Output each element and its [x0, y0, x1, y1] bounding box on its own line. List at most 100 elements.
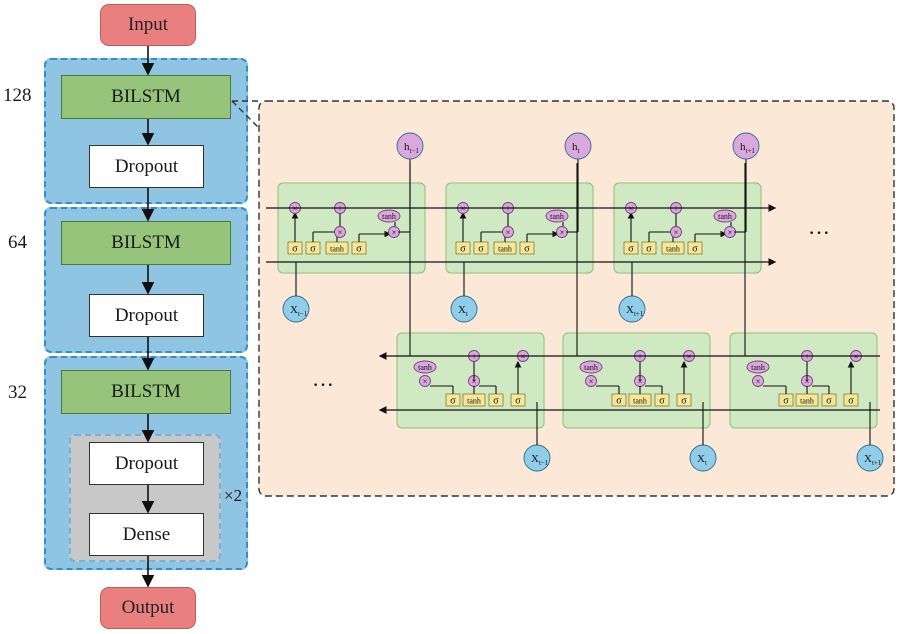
gate-box: tanh — [628, 393, 652, 407]
svg-text:×: × — [391, 228, 396, 238]
svg-text:σ: σ — [515, 396, 521, 407]
output-multiply: × — [585, 375, 597, 387]
gate-box: σ — [351, 241, 367, 255]
hidden-state-output: ht+1 — [732, 132, 760, 160]
svg-text:σ: σ — [524, 244, 530, 255]
svg-text:tanh: tanh — [751, 363, 765, 372]
svg-text:×: × — [422, 377, 427, 387]
svg-text:σ: σ — [628, 244, 634, 255]
input-x: Xt — [450, 295, 478, 323]
gate-box: σ — [676, 393, 692, 407]
repeat-count-label: ×2 — [224, 486, 243, 505]
tanh-oval: tanh — [377, 209, 401, 223]
input-x: Xt+1 — [618, 295, 646, 323]
svg-text:σ: σ — [356, 244, 362, 255]
input-multiply: × — [670, 226, 682, 238]
svg-text:σ: σ — [692, 244, 698, 255]
tanh-oval: tanh — [746, 360, 770, 374]
svg-text:×: × — [637, 377, 642, 387]
gate-box: σ — [687, 241, 703, 255]
svg-text:×: × — [804, 377, 809, 387]
gate-box: σ — [473, 241, 489, 255]
output-multiply: × — [724, 226, 736, 238]
tanh-oval: tanh — [713, 209, 737, 223]
gate-box: σ — [445, 393, 461, 407]
svg-text:×: × — [755, 377, 760, 387]
lstm-cells: σσtanhσ×+×tanh×ht−1Xt−1σσtanhσ×+×tanh×ht… — [266, 132, 884, 472]
svg-text:σ: σ — [292, 244, 298, 255]
forward-cell — [277, 182, 426, 274]
forward-cell — [445, 182, 594, 274]
svg-text:tanh: tanh — [418, 363, 432, 372]
input-x: Xt−1 — [523, 444, 551, 472]
output-multiply: × — [388, 226, 400, 238]
units-label-2: 64 — [8, 232, 27, 253]
dropout-block-2: Dropout — [89, 294, 204, 337]
svg-text:tanh: tanh — [467, 397, 481, 406]
output-multiply: × — [752, 375, 764, 387]
gate-box: σ — [641, 241, 657, 255]
svg-text:tanh: tanh — [550, 212, 564, 221]
gate-box: σ — [519, 241, 535, 255]
gate-box: tanh — [493, 241, 517, 255]
svg-text:σ: σ — [848, 396, 854, 407]
svg-text:×: × — [505, 228, 510, 238]
svg-text:σ: σ — [478, 244, 484, 255]
input-x: Xt — [689, 444, 717, 472]
input-x: Xt+1 — [856, 444, 884, 472]
gate-box: σ — [488, 393, 504, 407]
svg-text:σ: σ — [493, 396, 499, 407]
svg-text:Xt: Xt — [697, 453, 707, 467]
svg-text:σ: σ — [310, 244, 316, 255]
svg-text:×: × — [471, 377, 476, 387]
bilstm-block-3: BILSTM — [61, 370, 231, 414]
bilstm-block-1: BILSTM — [61, 75, 231, 119]
svg-text:tanh: tanh — [498, 245, 512, 254]
gate-box: σ — [623, 241, 639, 255]
input-multiply: × — [502, 226, 514, 238]
svg-text:ht: ht — [572, 141, 580, 155]
gate-box: σ — [510, 393, 526, 407]
svg-text:tanh: tanh — [382, 212, 396, 221]
svg-text:σ: σ — [460, 244, 466, 255]
output-multiply: × — [419, 375, 431, 387]
svg-text:tanh: tanh — [584, 363, 598, 372]
svg-text:σ: σ — [646, 244, 652, 255]
output-node: Output — [100, 587, 196, 629]
units-label-1: 128 — [3, 85, 32, 106]
gate-box: σ — [455, 241, 471, 255]
gate-box: tanh — [795, 393, 819, 407]
gate-box: σ — [654, 393, 670, 407]
gate-box: tanh — [462, 393, 486, 407]
gate-box: σ — [843, 393, 859, 407]
input-x: Xt−1 — [282, 295, 310, 323]
svg-text:×: × — [559, 228, 564, 238]
svg-text:σ: σ — [826, 396, 832, 407]
gate-box: σ — [287, 241, 303, 255]
gate-box: σ — [778, 393, 794, 407]
backward-ellipsis: ··· — [312, 372, 334, 397]
bilstm-block-2: BILSTM — [61, 221, 231, 265]
svg-text:tanh: tanh — [633, 397, 647, 406]
units-label-3: 32 — [8, 382, 27, 403]
svg-text:σ: σ — [616, 396, 622, 407]
gate-box: tanh — [661, 241, 685, 255]
input-multiply: × — [334, 226, 346, 238]
gate-box: tanh — [325, 241, 349, 255]
output-multiply: × — [556, 226, 568, 238]
gate-box: σ — [821, 393, 837, 407]
svg-text:tanh: tanh — [800, 397, 814, 406]
svg-text:tanh: tanh — [718, 212, 732, 221]
svg-text:σ: σ — [783, 396, 789, 407]
svg-text:×: × — [588, 377, 593, 387]
gate-box: σ — [611, 393, 627, 407]
forward-cell — [613, 182, 762, 274]
input-node: Input — [100, 4, 196, 46]
dropout-block-1: Dropout — [89, 145, 204, 188]
svg-text:σ: σ — [659, 396, 665, 407]
tanh-oval: tanh — [413, 360, 437, 374]
svg-text:Xt: Xt — [458, 304, 468, 318]
svg-text:tanh: tanh — [330, 245, 344, 254]
forward-ellipsis: ··· — [808, 220, 830, 245]
